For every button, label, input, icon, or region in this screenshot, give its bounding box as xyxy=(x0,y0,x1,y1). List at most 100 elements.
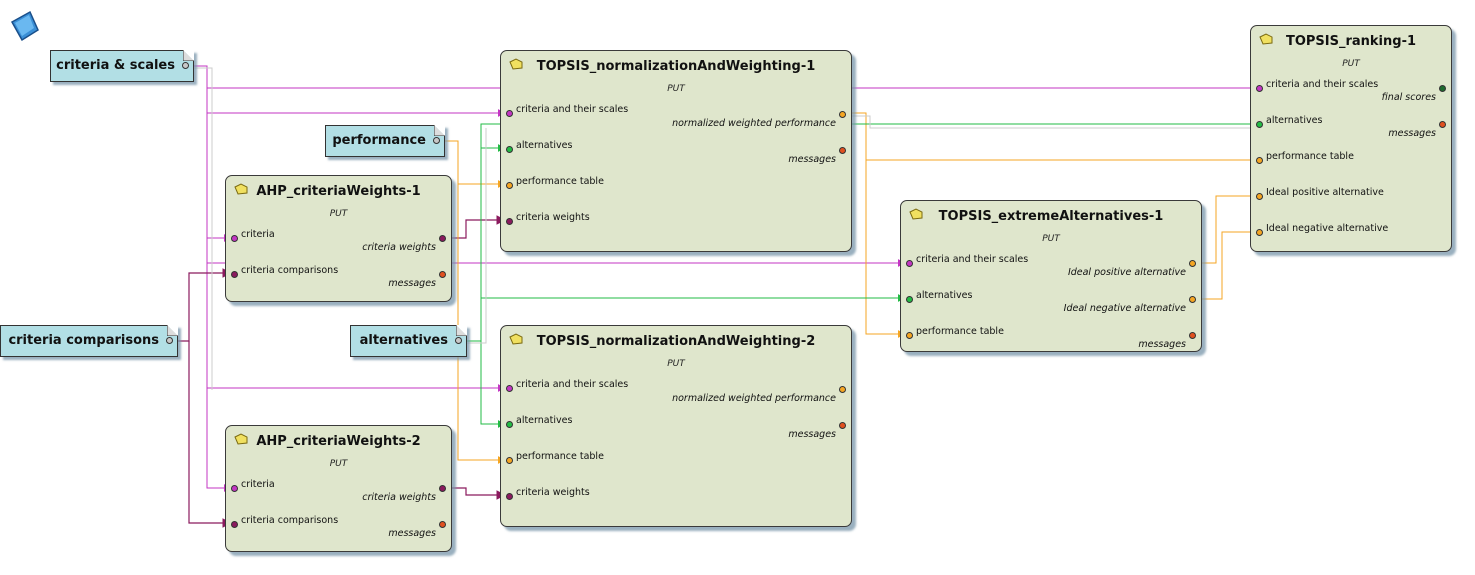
node-title: TOPSIS_normalizationAndWeighting-1 xyxy=(536,59,816,74)
output-port-messages[interactable] xyxy=(1439,121,1446,128)
output-port-weights[interactable] xyxy=(439,485,446,492)
program-icon xyxy=(909,208,923,220)
node-topsis-ranking[interactable]: TOPSIS_ranking-1 PUT criteria and their … xyxy=(1250,25,1452,252)
data-source-label: criteria & scales xyxy=(56,58,175,73)
wire-weights2-to-norm2 xyxy=(443,487,506,500)
node-subtitle: PUT xyxy=(667,84,685,94)
output-port[interactable] xyxy=(433,137,440,144)
output-port[interactable] xyxy=(182,62,189,69)
output-port-messages[interactable] xyxy=(839,422,846,429)
node-subtitle: PUT xyxy=(1342,59,1360,69)
output-port-normalized[interactable] xyxy=(839,111,846,118)
input-label: alternatives xyxy=(916,290,973,301)
input-port-alternatives[interactable] xyxy=(1256,121,1263,128)
wire-ideal-neg xyxy=(1193,228,1261,300)
input-label: criteria and their scales xyxy=(916,254,1029,265)
wire-norm1-to-extreme xyxy=(865,160,906,338)
output-label: Ideal positive alternative xyxy=(1067,267,1186,278)
output-label: final scores xyxy=(1381,92,1436,103)
wire-norm1-to-ranking xyxy=(845,112,1261,164)
wire-criteria-to-ahp2 xyxy=(206,388,232,492)
wire-ideal-pos xyxy=(1193,192,1261,264)
output-port-messages[interactable] xyxy=(1189,332,1196,339)
output-label: normalized weighted performance xyxy=(672,393,836,404)
output-port-ideal-positive[interactable] xyxy=(1189,260,1196,267)
input-label: performance table xyxy=(516,451,604,462)
input-label: alternatives xyxy=(516,140,573,151)
output-label: Ideal negative alternative xyxy=(1063,303,1186,314)
input-port-weights[interactable] xyxy=(506,218,513,225)
output-label: criteria weights xyxy=(362,242,436,253)
output-port-final-scores[interactable] xyxy=(1439,85,1446,92)
data-source-label: criteria comparisons xyxy=(8,333,159,348)
node-subtitle: PUT xyxy=(329,459,348,469)
data-source-alternatives[interactable]: alternatives xyxy=(350,325,467,357)
input-port-criteria[interactable] xyxy=(906,260,913,267)
workflow-editor-icon xyxy=(10,10,39,42)
node-subtitle: PUT xyxy=(329,209,348,219)
input-port-ideal-positive[interactable] xyxy=(1256,193,1263,200)
input-port-criteria[interactable] xyxy=(506,385,513,392)
output-port[interactable] xyxy=(455,337,462,344)
program-icon xyxy=(1259,33,1273,45)
output-label: messages xyxy=(1388,128,1436,139)
output-label: messages xyxy=(388,528,436,539)
input-label: criteria and their scales xyxy=(516,104,629,115)
input-label: criteria weights xyxy=(516,487,590,498)
input-port-comparisons[interactable] xyxy=(231,521,238,528)
input-label: performance table xyxy=(516,176,604,187)
input-port-criteria[interactable] xyxy=(231,235,238,242)
input-label: criteria and their scales xyxy=(516,379,629,390)
input-port-ideal-negative[interactable] xyxy=(1256,229,1263,236)
output-label: normalized weighted performance xyxy=(672,118,836,129)
node-subtitle: PUT xyxy=(1042,234,1060,244)
output-port-ideal-negative[interactable] xyxy=(1189,296,1196,303)
input-port-criteria[interactable] xyxy=(1256,85,1263,92)
output-label: messages xyxy=(388,278,436,289)
input-port-performance[interactable] xyxy=(906,332,913,339)
input-label: criteria xyxy=(241,479,275,490)
node-title: AHP_criteriaWeights-2 xyxy=(256,434,421,449)
output-port-weights[interactable] xyxy=(439,235,446,242)
output-port-messages[interactable] xyxy=(839,147,846,154)
program-icon xyxy=(509,333,523,345)
data-source-criteria-comparisons[interactable]: criteria comparisons xyxy=(0,325,178,357)
output-port[interactable] xyxy=(166,337,173,344)
data-source-criteria-scales[interactable]: criteria & scales xyxy=(50,50,194,82)
input-port-criteria[interactable] xyxy=(506,110,513,117)
input-port-comparisons[interactable] xyxy=(231,271,238,278)
program-icon xyxy=(509,58,523,70)
output-port-messages[interactable] xyxy=(439,521,446,528)
node-title: AHP_criteriaWeights-1 xyxy=(256,184,421,199)
input-port-performance[interactable] xyxy=(506,182,513,189)
input-label: criteria and their scales xyxy=(1266,79,1379,90)
wire-performance-to-norm2 xyxy=(457,184,506,464)
input-port-weights[interactable] xyxy=(506,493,513,500)
wire-comparisons-to-ahp1 xyxy=(170,268,232,342)
output-port-messages[interactable] xyxy=(439,271,446,278)
node-ahp-criteria-weights-2[interactable]: AHP_criteriaWeights-2 PUT criteria crite… xyxy=(225,425,452,552)
data-source-performance[interactable]: performance xyxy=(325,125,445,157)
node-topsis-extreme-alternatives[interactable]: TOPSIS_extremeAlternatives-1 PUT criteri… xyxy=(900,200,1202,352)
node-ahp-criteria-weights-1[interactable]: AHP_criteriaWeights-1 PUT criteria crite… xyxy=(225,175,452,302)
program-icon xyxy=(234,183,248,195)
output-label: criteria weights xyxy=(362,492,436,503)
node-subtitle: PUT xyxy=(667,359,685,369)
input-label: Ideal negative alternative xyxy=(1266,223,1389,234)
input-port-criteria[interactable] xyxy=(231,485,238,492)
input-port-performance[interactable] xyxy=(1256,157,1263,164)
node-topsis-normalization-2[interactable]: TOPSIS_normalizationAndWeighting-2 PUT c… xyxy=(500,325,852,527)
input-label: alternatives xyxy=(1266,115,1323,126)
node-title: TOPSIS_extremeAlternatives-1 xyxy=(938,209,1164,224)
program-icon xyxy=(234,433,248,445)
node-topsis-normalization-1[interactable]: TOPSIS_normalizationAndWeighting-1 PUT c… xyxy=(500,50,852,252)
input-port-alternatives[interactable] xyxy=(506,421,513,428)
input-label: criteria xyxy=(241,229,275,240)
input-port-alternatives[interactable] xyxy=(506,146,513,153)
input-port-alternatives[interactable] xyxy=(906,296,913,303)
node-title: TOPSIS_ranking-1 xyxy=(1285,34,1417,49)
input-port-performance[interactable] xyxy=(506,457,513,464)
output-port-normalized[interactable] xyxy=(839,386,846,393)
output-label: messages xyxy=(788,154,836,165)
